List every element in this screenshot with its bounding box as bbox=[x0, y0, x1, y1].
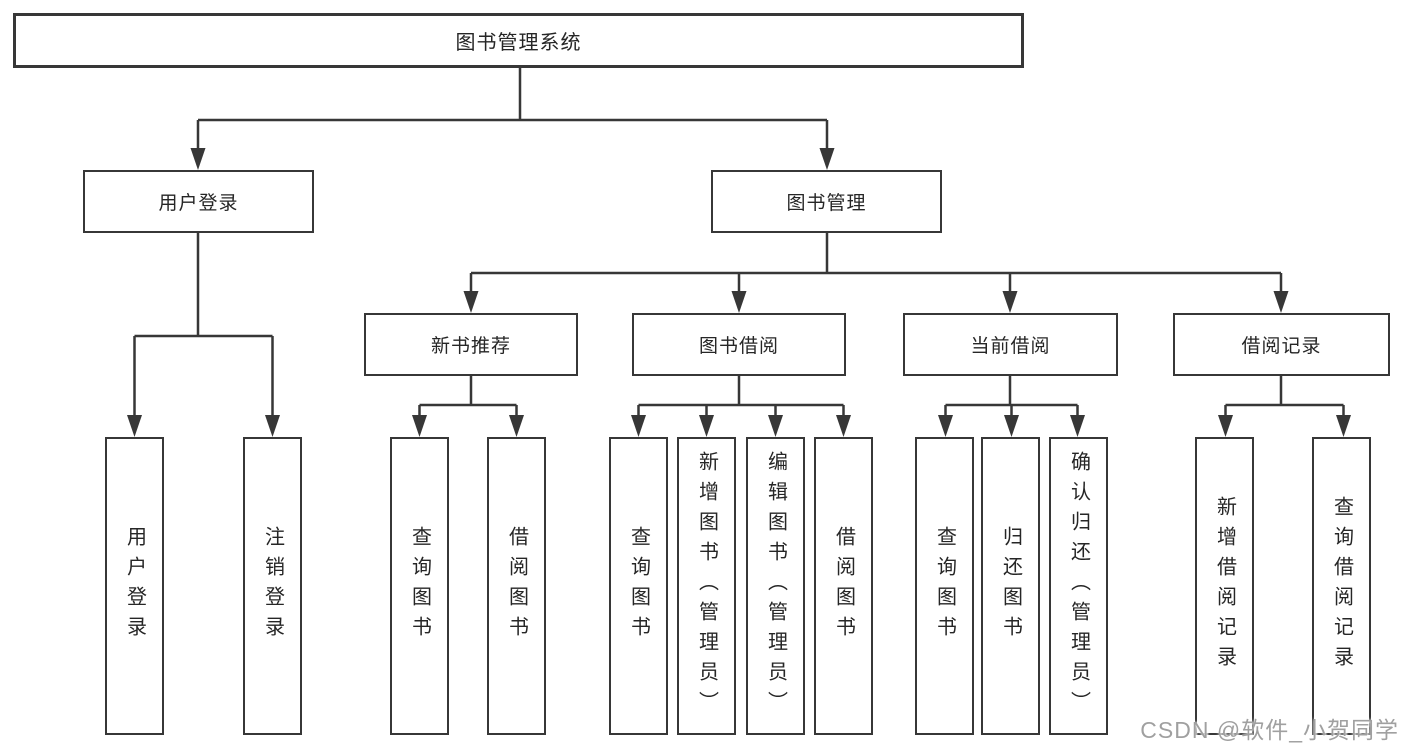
leaf-logout: 注销登录 bbox=[243, 437, 302, 735]
node-new-book-recommend: 新书推荐 bbox=[364, 313, 578, 376]
node-library-management-system: 图书管理系统 bbox=[13, 13, 1024, 68]
node-book-borrow: 图书借阅 bbox=[632, 313, 846, 376]
leaf-edit-book-admin: 编辑图书（管理员） bbox=[746, 437, 805, 735]
leaf-return-books: 归还图书 bbox=[981, 437, 1040, 735]
leaf-query-books-recommend: 查询图书 bbox=[390, 437, 449, 735]
node-current-borrow: 当前借阅 bbox=[903, 313, 1118, 376]
leaf-borrow-books: 借阅图书 bbox=[814, 437, 873, 735]
leaf-query-books-borrow: 查询图书 bbox=[609, 437, 668, 735]
leaf-query-borrow-record: 查询借阅记录 bbox=[1312, 437, 1371, 735]
leaf-confirm-return-admin: 确认归还（管理员） bbox=[1049, 437, 1108, 735]
leaf-add-borrow-record: 新增借阅记录 bbox=[1195, 437, 1254, 735]
node-book-management: 图书管理 bbox=[711, 170, 942, 233]
leaf-user-login: 用户登录 bbox=[105, 437, 164, 735]
leaf-add-book-admin: 新增图书（管理员） bbox=[677, 437, 736, 735]
node-borrow-records: 借阅记录 bbox=[1173, 313, 1390, 376]
leaf-borrow-books-recommend: 借阅图书 bbox=[487, 437, 546, 735]
leaf-query-books-current: 查询图书 bbox=[915, 437, 974, 735]
node-user-login: 用户登录 bbox=[83, 170, 314, 233]
csdn-watermark: CSDN @软件_小贺同学 bbox=[1140, 717, 1399, 743]
